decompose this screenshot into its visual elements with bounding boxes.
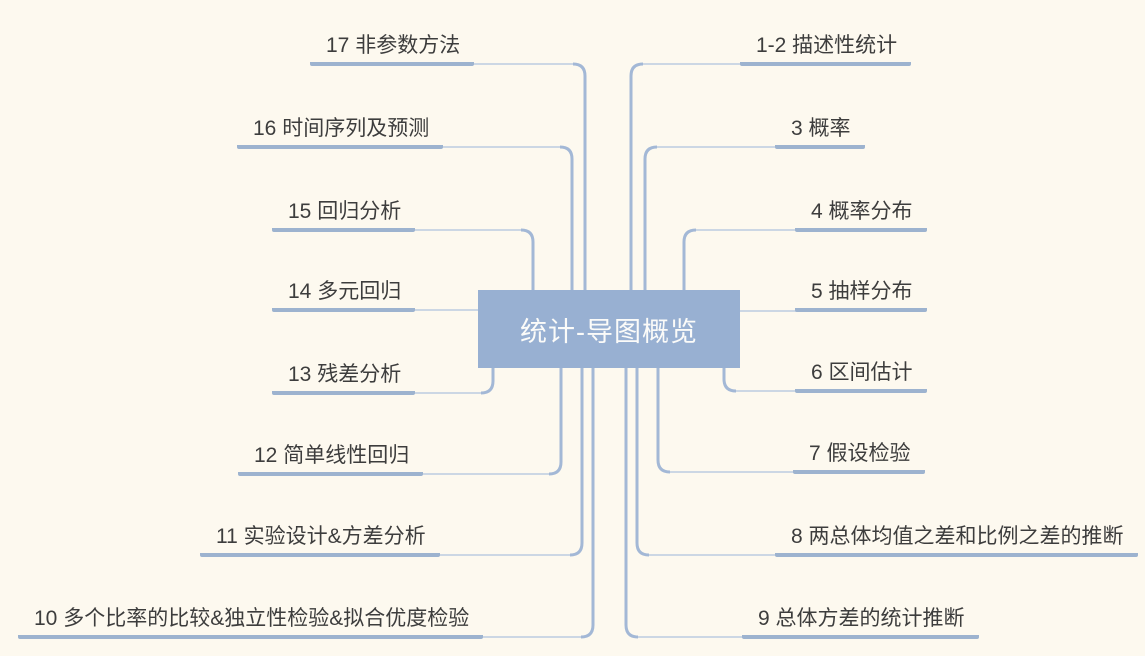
topic-1-2-descriptive-statistics[interactable]: 1-2 描述性统计 xyxy=(740,32,912,66)
central-topic[interactable]: 统计-导图概览 xyxy=(478,290,740,368)
topic-6-interval-estimation[interactable]: 6 区间估计 xyxy=(795,359,927,393)
topic-17-nonparametric-methods[interactable]: 17 非参数方法 xyxy=(310,32,475,66)
topic-15-regression-analysis[interactable]: 15 回归分析 xyxy=(272,198,416,232)
topic-5-sampling-distributions[interactable]: 5 抽样分布 xyxy=(795,278,927,312)
central-topic-label: 统计-导图概览 xyxy=(520,316,698,347)
topic-12-simple-linear-regression[interactable]: 12 简单线性回归 xyxy=(238,442,424,476)
connectors-vertical xyxy=(480,62,737,639)
topic-14-multiple-regression[interactable]: 14 多元回归 xyxy=(272,278,416,312)
topic-16-time-series-forecasting[interactable]: 16 时间序列及预测 xyxy=(237,115,444,149)
topic-11-experimental-design-anova[interactable]: 11 实验设计&方差分析 xyxy=(200,523,440,557)
topic-13-residual-analysis[interactable]: 13 残差分析 xyxy=(272,361,416,395)
topic-10-proportion-comparison-tests[interactable]: 10 多个比率的比较&独立性检验&拟合优度检验 xyxy=(18,605,484,639)
topic-3-probability[interactable]: 3 概率 xyxy=(775,115,865,149)
topic-4-probability-distributions[interactable]: 4 概率分布 xyxy=(795,198,927,232)
topic-9-population-variance-inference[interactable]: 9 总体方差的统计推断 xyxy=(742,605,979,639)
topic-7-hypothesis-testing[interactable]: 7 假设检验 xyxy=(793,440,925,474)
topic-8-two-population-inference[interactable]: 8 两总体均值之差和比例之差的推断 xyxy=(775,523,1138,557)
